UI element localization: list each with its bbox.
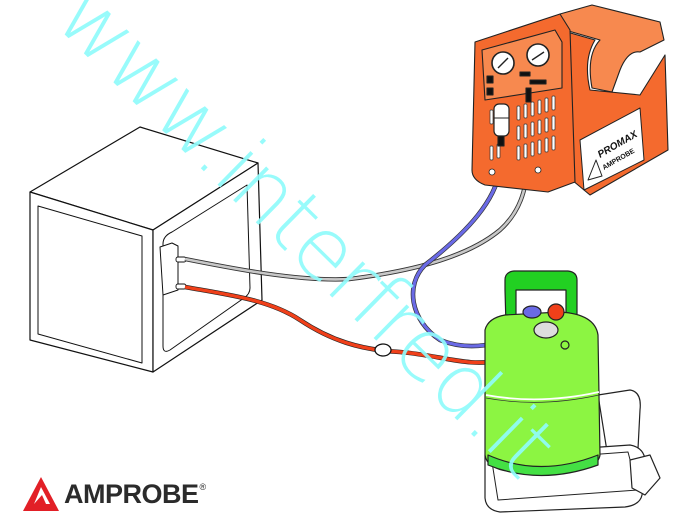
power-switch <box>486 75 494 84</box>
amprobe-logo: AMPROBE ® <box>22 474 206 514</box>
unit-side-face <box>152 162 263 373</box>
red-valve-cap <box>547 303 565 321</box>
registered-mark: ® <box>199 482 207 492</box>
machine-foot-left <box>488 168 496 176</box>
valve-connector <box>525 87 532 103</box>
cylinder-seam-outline <box>485 394 600 403</box>
cylinder-seam <box>485 391 600 401</box>
blue-valve-cap <box>522 305 542 319</box>
unit-front-panel <box>37 205 143 364</box>
machine-handle-hump <box>559 4 665 93</box>
refrigerant-cylinder <box>484 270 601 477</box>
gauge-right <box>526 43 550 67</box>
amprobe-logo-text: AMPROBE <box>64 479 199 509</box>
cylinder-plug <box>560 340 570 350</box>
valve-bar <box>529 79 547 85</box>
cylinder-foot-ring <box>487 454 599 477</box>
service-port-block <box>159 242 179 296</box>
hose-coupling <box>374 343 392 357</box>
gauge-left-needle <box>497 57 509 69</box>
port-lower <box>175 283 187 290</box>
warning-triangle-icon <box>587 159 603 181</box>
cylinder-valve-body <box>533 321 559 339</box>
recovery-machine: PROMAX AMPROBE <box>471 4 669 196</box>
filter-connector <box>497 135 505 147</box>
refrigeration-unit <box>29 126 263 373</box>
filter-drier <box>493 103 510 137</box>
selector-knob <box>519 71 531 77</box>
unit-side-recess <box>162 184 251 352</box>
gauge-right-needle <box>531 51 545 61</box>
machine-foot-right <box>534 166 542 174</box>
machine-label-plate <box>579 107 645 191</box>
amprobe-triangle-icon <box>23 477 59 511</box>
port-upper <box>175 256 187 263</box>
carrying-case <box>484 389 661 513</box>
blue-hose-fill <box>411 169 531 348</box>
case-latch <box>629 454 661 496</box>
mode-switch <box>486 87 494 96</box>
grey-hose-fill <box>184 164 530 281</box>
